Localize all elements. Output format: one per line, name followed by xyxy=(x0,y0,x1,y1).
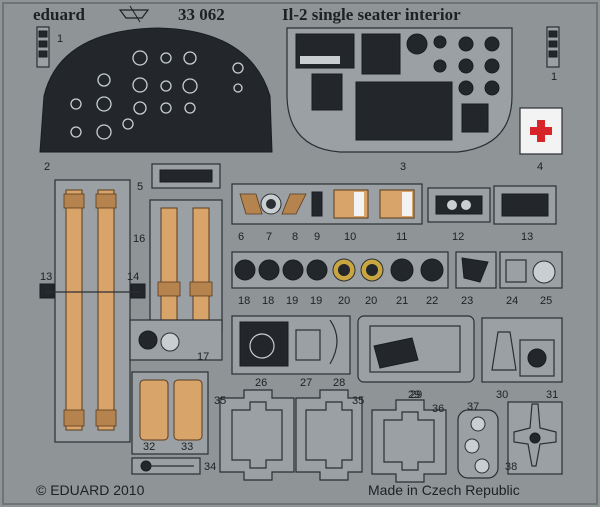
part-label: 29 xyxy=(410,389,422,401)
part-label: 1 xyxy=(551,71,557,83)
part-label: 12 xyxy=(452,231,464,243)
part-label: 23 xyxy=(461,295,473,307)
part-label: 13 xyxy=(40,271,52,283)
part-label: 27 xyxy=(300,377,312,389)
part-label: 36 xyxy=(432,403,444,415)
part-label: 38 xyxy=(505,461,517,473)
part-label: 13 xyxy=(521,231,533,243)
part-label: 22 xyxy=(426,295,438,307)
parts-26-28 xyxy=(231,315,351,375)
part-17 xyxy=(129,319,223,361)
part-label: 24 xyxy=(506,295,518,307)
part-37 xyxy=(457,409,499,479)
part-label: 32 xyxy=(143,441,155,453)
part-label: 29 xyxy=(408,389,420,401)
kit-code: 33 062 xyxy=(178,5,225,24)
red-cross-icon xyxy=(519,107,563,155)
part-35-frame-left xyxy=(219,389,295,481)
parts-24-25 xyxy=(499,251,563,289)
eduard-logo-icon xyxy=(118,5,150,23)
part-label: 9 xyxy=(314,231,320,243)
part-label: 31 xyxy=(546,389,558,401)
origin-text: Made in Czech Republic xyxy=(368,482,520,498)
part-label: 20 xyxy=(338,295,350,307)
part-label: 10 xyxy=(344,231,356,243)
part-1-left xyxy=(36,26,50,68)
part-label: 3 xyxy=(400,161,406,173)
part-35-frame-right xyxy=(295,389,363,481)
kit-title: Il-2 single seater interior xyxy=(282,5,461,24)
part-label: 37 xyxy=(467,401,479,413)
part-label: 8 xyxy=(292,231,298,243)
part-label: 4 xyxy=(537,161,543,173)
part-5 xyxy=(151,163,221,189)
part-12 xyxy=(427,187,491,223)
parts-32-33-pads xyxy=(131,371,209,455)
part-16-lap-belts xyxy=(149,199,223,333)
parts-6-11-strip xyxy=(231,183,423,225)
part-label: 20 xyxy=(365,295,377,307)
part-1-right xyxy=(546,26,560,68)
part-label: 18 xyxy=(262,295,274,307)
part-label: 25 xyxy=(540,295,552,307)
part-label: 17 xyxy=(197,351,209,363)
part-label: 11 xyxy=(396,231,407,243)
part-label: 14 xyxy=(127,271,139,283)
part-label: 2 xyxy=(44,161,50,173)
part-label: 26 xyxy=(255,377,267,389)
part-34-rod xyxy=(131,457,201,475)
part-label: 18 xyxy=(238,295,250,307)
part-36-frame xyxy=(371,399,447,483)
part-label: 28 xyxy=(333,377,345,389)
part-label: 35 xyxy=(214,395,226,407)
copyright-text: © EDUARD 2010 xyxy=(36,482,145,498)
part-14-15-shoulder-harness xyxy=(39,179,146,443)
part-23 xyxy=(455,251,497,289)
part-label: 16 xyxy=(133,233,145,245)
part-label: 1 xyxy=(57,33,63,45)
part-label: 21 xyxy=(396,295,408,307)
part-label: 33 xyxy=(181,441,193,453)
part-label: 19 xyxy=(286,295,298,307)
part-13 xyxy=(493,185,557,225)
part-label: 6 xyxy=(238,231,244,243)
part-29 xyxy=(357,315,475,383)
part-label: 30 xyxy=(496,389,508,401)
part-2-instrument-panel xyxy=(39,27,273,153)
parts-30-31 xyxy=(481,317,563,383)
part-38-control-stick xyxy=(507,401,563,475)
part-label: 5 xyxy=(137,181,143,193)
part-label: 7 xyxy=(266,231,272,243)
part-label: 19 xyxy=(310,295,322,307)
part-label: 34 xyxy=(204,461,216,473)
part-3-side-panel xyxy=(286,27,513,153)
brand-name: eduard xyxy=(33,5,86,24)
part-label: 35 xyxy=(352,395,364,407)
parts-18-22-gauges xyxy=(231,251,449,289)
